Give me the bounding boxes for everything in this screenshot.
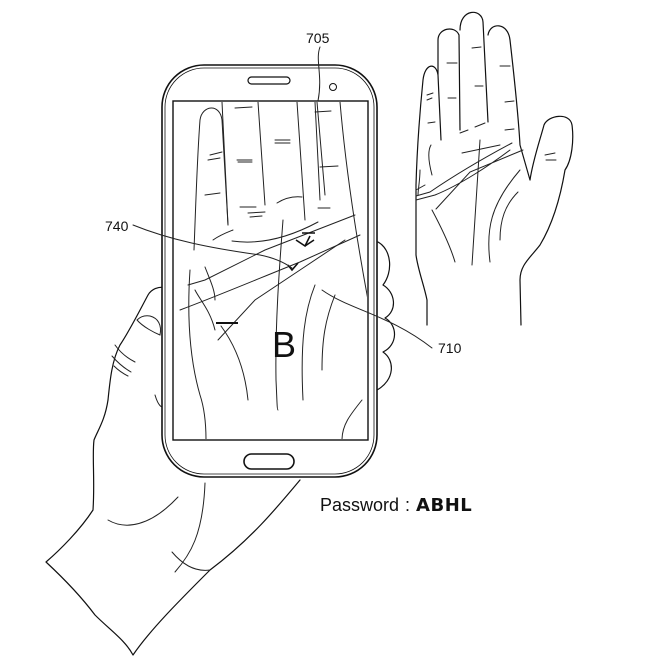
front-camera-icon [329,83,337,91]
password-caption: Password:ABHL [320,495,472,516]
leader-705 [317,46,321,102]
home-button-icon[interactable] [243,453,295,470]
leader-740 [132,224,293,269]
reference-hand-icon [415,11,574,326]
phone-screen [172,100,369,441]
earpiece-icon [247,76,291,85]
screen-char-b: B [272,324,297,365]
password-value: ABHL [416,495,473,516]
leader-710 [321,289,433,349]
screen-char-a [216,322,238,326]
label-710: 710 [438,340,462,356]
label-705: 705 [306,30,330,46]
label-740: 740 [105,218,129,234]
password-label: Password [320,495,400,515]
on-screen-palm-image [179,102,367,439]
password-separator: : [405,495,411,515]
phone-device-icon [161,64,378,478]
